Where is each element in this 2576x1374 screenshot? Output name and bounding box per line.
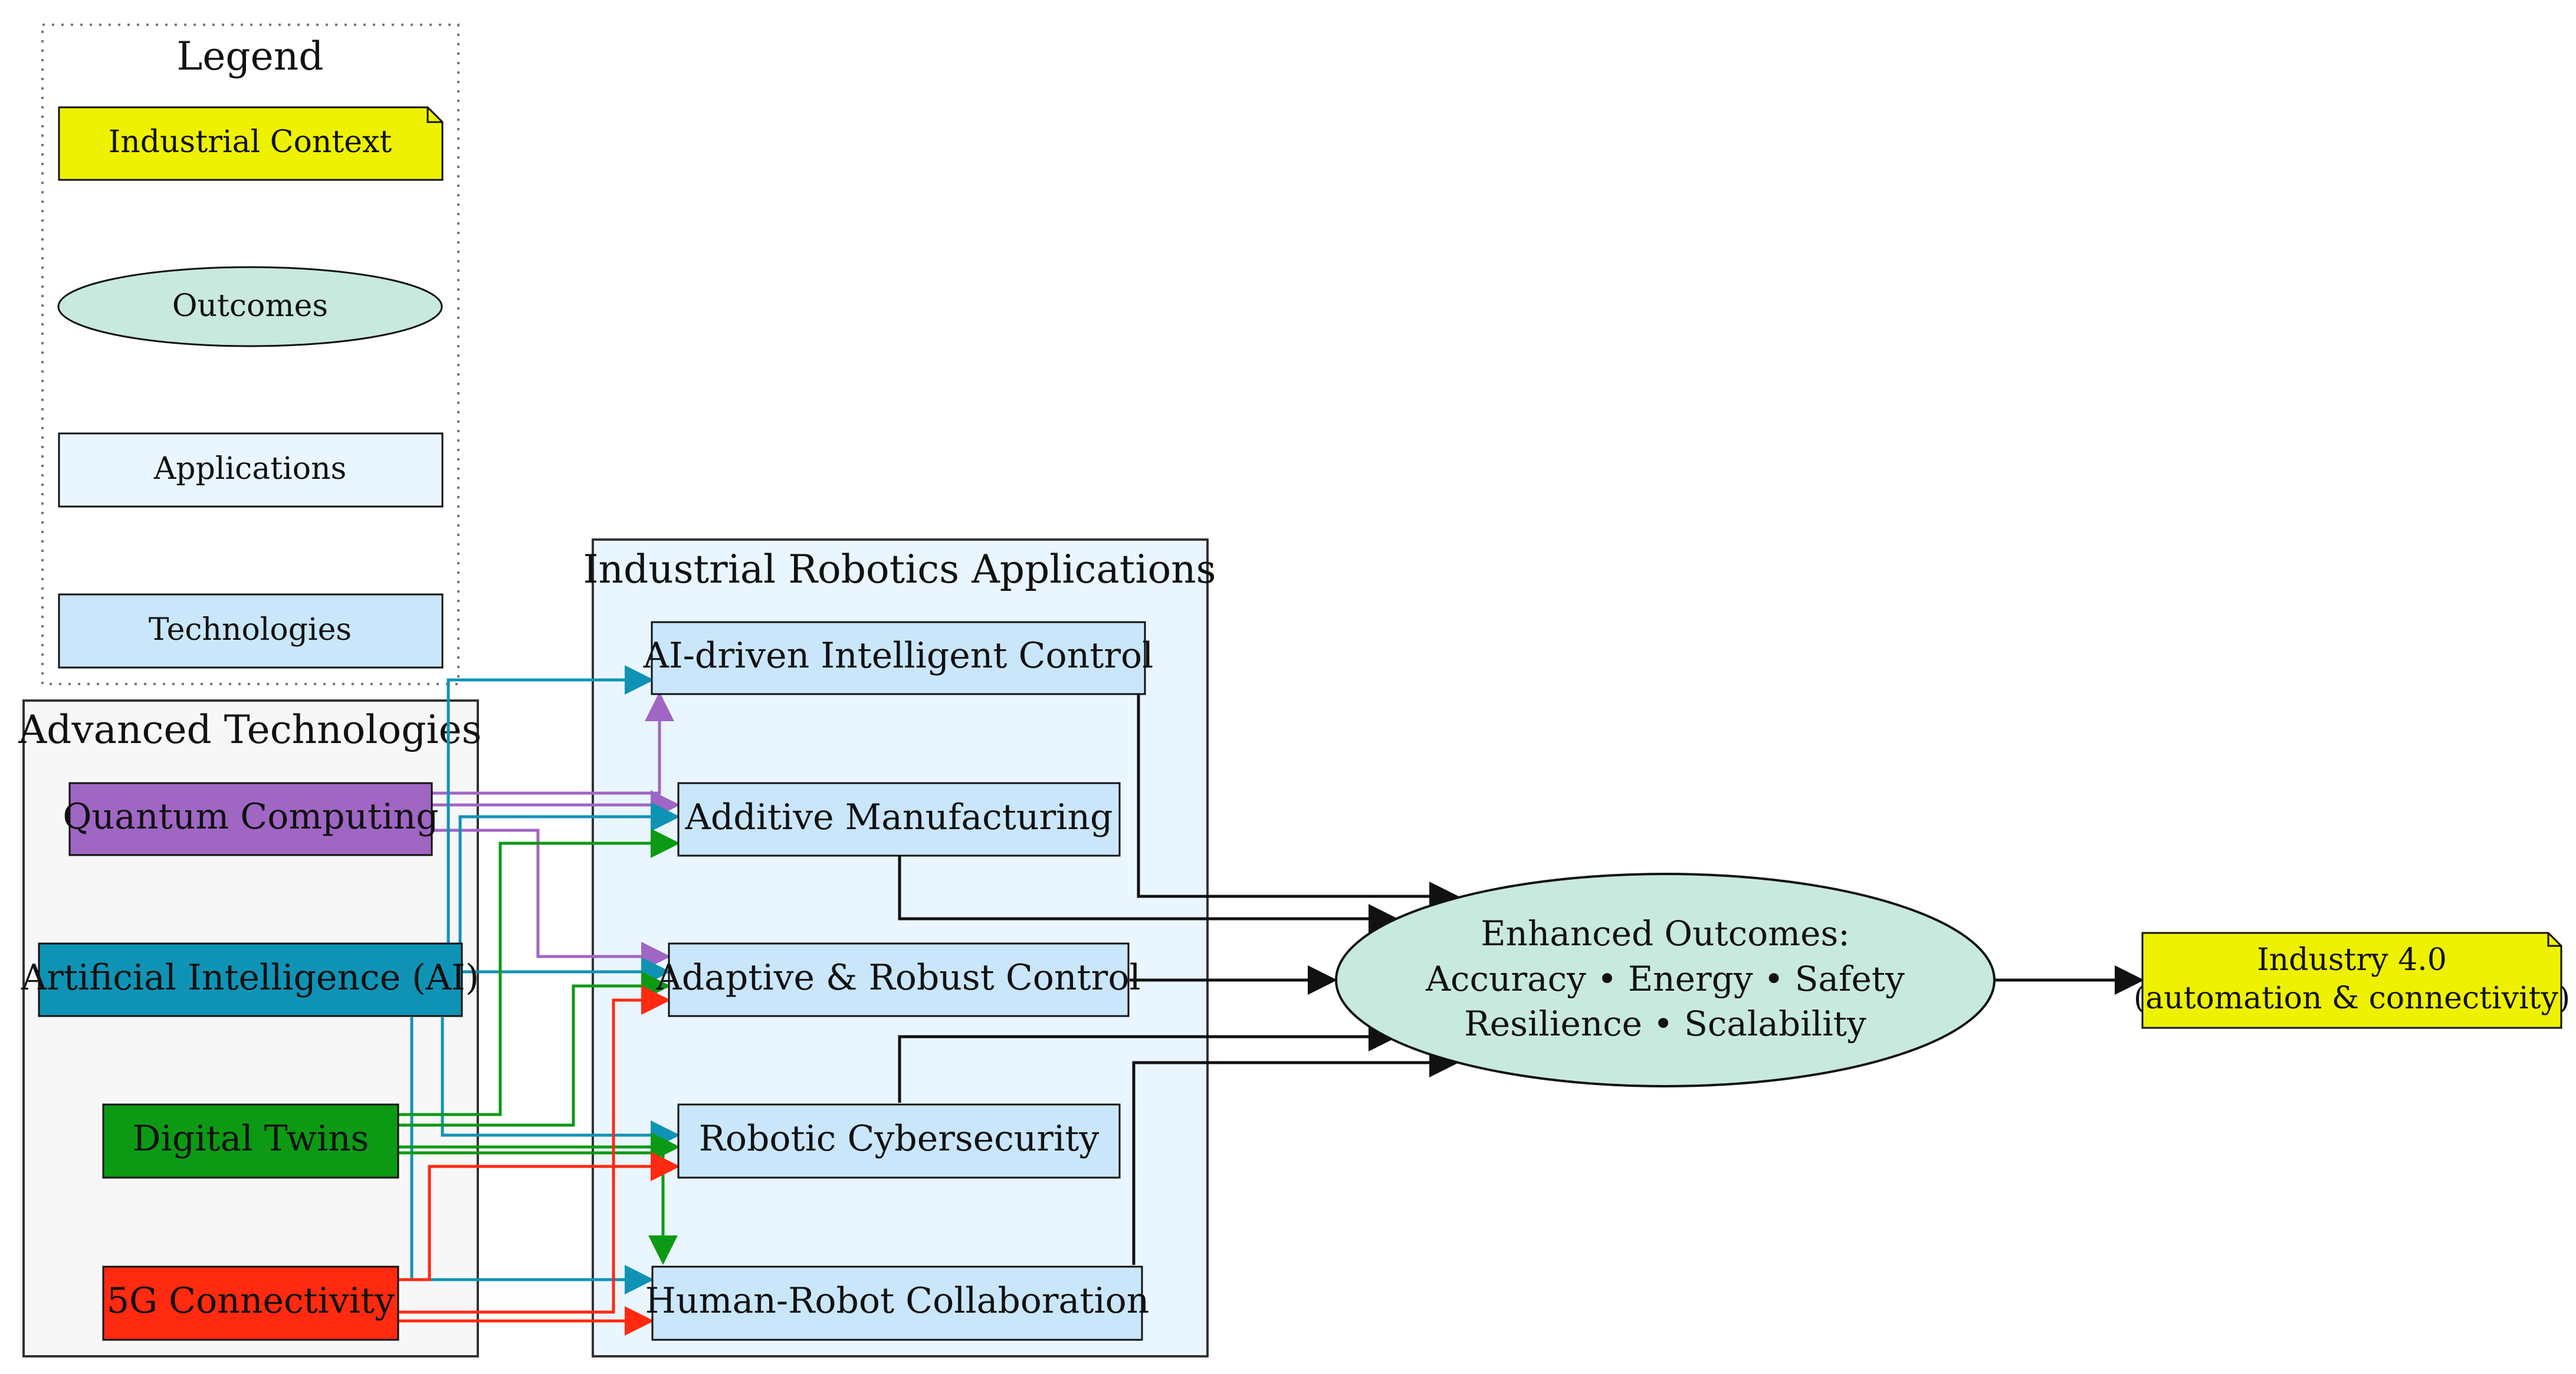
app-node-robotic-cybersecurity[interactable]: Robotic Cybersecurity <box>677 1103 1121 1179</box>
industry-context-line-1: Industry 4.0 <box>2257 942 2447 978</box>
app-node-human-robot-collaboration-label: Human-Robot Collaboration <box>645 1280 1150 1322</box>
app-node-adaptive-robust-control-box <box>668 942 1130 1017</box>
tech-node-digital-twins-box <box>102 1103 399 1179</box>
outcomes-line-1: Enhanced Outcomes: <box>1481 913 1850 954</box>
outcomes-line-3: Resilience • Scalability <box>1464 1004 1866 1044</box>
tech-node-5g-connectivity[interactable]: 5G Connectivity <box>102 1265 399 1341</box>
outcomes-ellipse <box>1335 873 1996 1087</box>
edge-ai-to-ai-control <box>447 665 654 967</box>
app-node-additive-manufacturing[interactable]: Additive Manufacturing <box>677 782 1121 857</box>
app-node-ai-driven-intelligent-control-box <box>651 621 1146 695</box>
legend-item-industrial-context: Industrial Context <box>58 106 444 181</box>
legend-swatch-applications <box>58 432 444 508</box>
legend-label-technologies: Technologies <box>149 612 352 647</box>
legend-label-industrial-context: Industrial Context <box>109 124 392 160</box>
edge-quantum-to-adaptive <box>432 829 671 971</box>
technology-nodes: Quantum Computing Artificial Intelligenc… <box>21 782 479 1341</box>
edge-twins-to-adaptive <box>398 971 671 1127</box>
app-node-ai-driven-intelligent-control[interactable]: AI-driven Intelligent Control <box>643 621 1154 695</box>
tech-node-5g-connectivity-label: 5G Connectivity <box>107 1280 395 1322</box>
edge-cybersecurity-to-outcomes <box>898 1022 1398 1103</box>
outcomes-line-2: Accuracy • Energy • Safety <box>1425 959 1905 999</box>
tech-node-quantum-computing-box <box>68 782 433 856</box>
edge-ai-to-cybersecurity <box>441 1017 680 1150</box>
tech-node-artificial-intelligence-label: Artificial Intelligence (AI) <box>21 957 479 998</box>
app-node-robotic-cybersecurity-box <box>677 1103 1121 1179</box>
legend-label-applications: Applications <box>153 451 347 487</box>
app-node-adaptive-robust-control-label: Adaptive & Robust Control <box>655 957 1140 998</box>
legend-item-technologies: Technologies <box>58 593 444 669</box>
legend-item-outcomes: Outcomes <box>57 266 443 347</box>
tech-node-digital-twins-label: Digital Twins <box>133 1118 369 1159</box>
edge-hrc-to-outcomes <box>1132 1048 1459 1265</box>
applications-group-title: Industrial Robotics Applications <box>583 547 1216 592</box>
edge-5g-to-adaptive <box>398 985 671 1314</box>
tech-node-5g-connectivity-box <box>102 1265 399 1341</box>
tech-node-artificial-intelligence[interactable]: Artificial Intelligence (AI) <box>21 942 479 1017</box>
app-node-human-robot-collaboration-box <box>651 1265 1143 1341</box>
tech-node-quantum-computing[interactable]: Quantum Computing <box>63 782 439 856</box>
edge-twins-to-additive <box>398 829 680 1116</box>
edge-ai-to-additive <box>458 802 680 967</box>
edge-additive-to-outcomes <box>898 856 1398 933</box>
industry-context-line-2: (automation & connectivity) <box>2134 981 2570 1016</box>
tech-node-digital-twins[interactable]: Digital Twins <box>102 1103 399 1179</box>
tech-node-quantum-computing-label: Quantum Computing <box>63 796 438 837</box>
industry-context-node[interactable]: Industry 4.0 (automation & connectivity) <box>2134 932 2570 1029</box>
outcome-edges <box>898 695 2144 1265</box>
app-node-ai-driven-intelligent-control-label: AI-driven Intelligent Control <box>643 635 1154 676</box>
technologies-group-title: Advanced Technologies <box>18 707 481 752</box>
app-node-robotic-cybersecurity-label: Robotic Cybersecurity <box>699 1118 1100 1159</box>
app-node-additive-manufacturing-box <box>677 782 1121 857</box>
legend-label-outcomes: Outcomes <box>172 288 328 324</box>
app-node-human-robot-collaboration[interactable]: Human-Robot Collaboration <box>645 1265 1150 1341</box>
application-nodes: AI-driven Intelligent Control Additive M… <box>643 621 1154 1341</box>
legend-swatch-note <box>58 106 444 181</box>
outcomes-node[interactable]: Enhanced Outcomes: Accuracy • Energy • S… <box>1335 873 1996 1087</box>
industry-context-note <box>2141 932 2562 1029</box>
legend-item-applications: Applications <box>58 432 444 508</box>
edge-5g-to-cybersecurity <box>398 1152 680 1281</box>
industry-context-note-fold <box>2547 933 2561 947</box>
edge-ai-control-to-outcomes <box>1137 695 1459 911</box>
note-fold <box>426 107 442 123</box>
legend-frame <box>41 24 460 685</box>
app-node-adaptive-robust-control[interactable]: Adaptive & Robust Control <box>655 942 1141 1017</box>
legend-swatch-ellipse <box>57 266 443 347</box>
app-node-additive-manufacturing-label: Additive Manufacturing <box>685 797 1113 838</box>
tech-node-artificial-intelligence-box <box>38 942 463 1017</box>
legend-title: Legend <box>177 34 324 79</box>
legend: Legend Industrial Context Outcomes Appli… <box>41 24 460 685</box>
technology-edges <box>398 665 680 1336</box>
legend-swatch-technologies <box>58 593 444 669</box>
